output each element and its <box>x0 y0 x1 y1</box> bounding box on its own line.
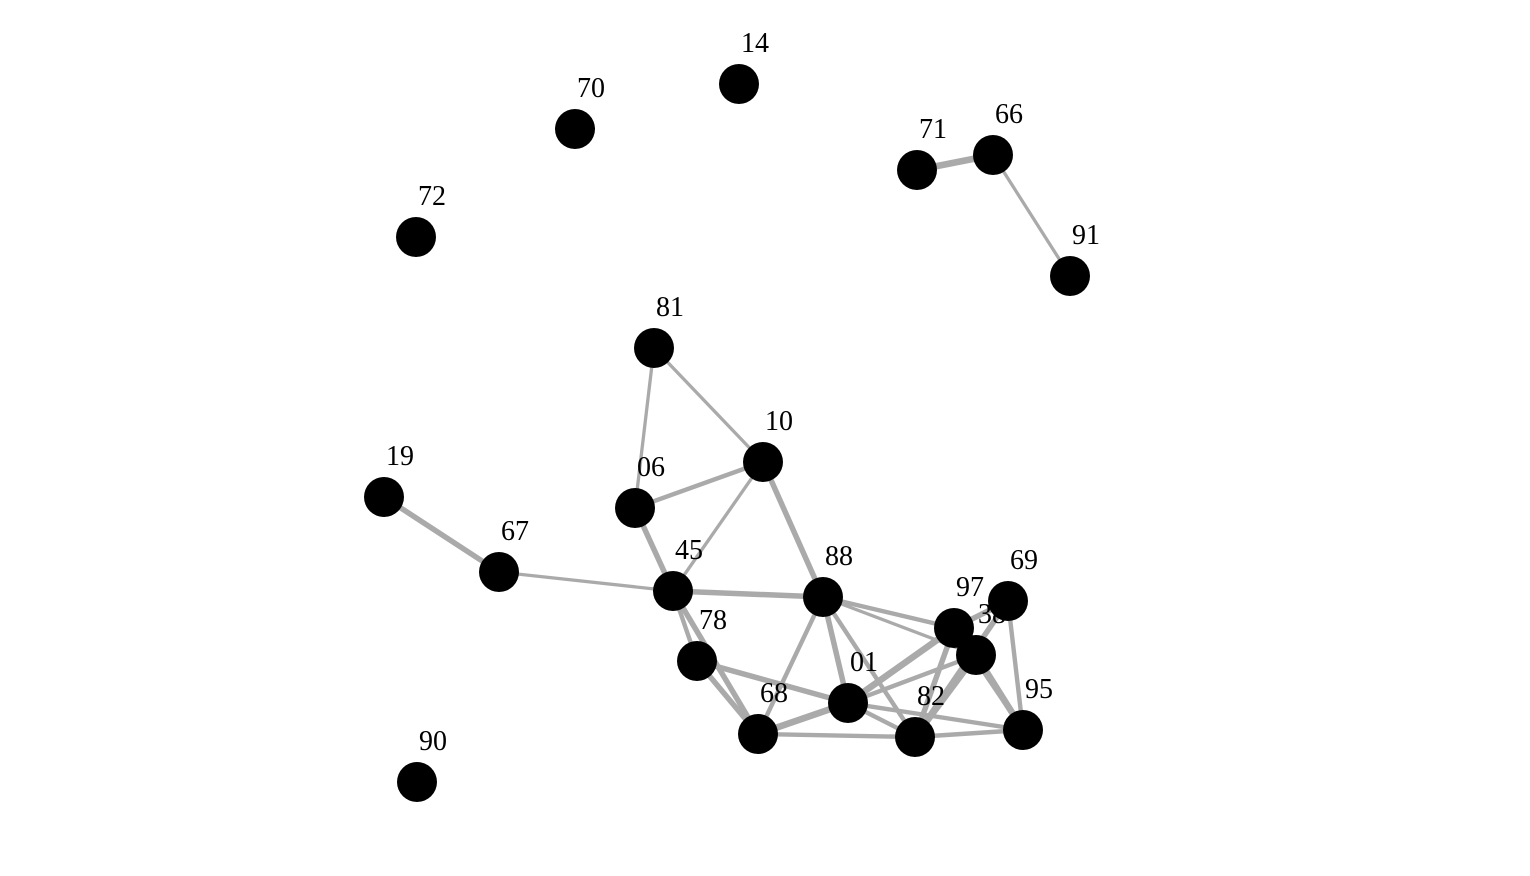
node-label-68: 68 <box>760 678 788 709</box>
node-67[interactable] <box>479 552 519 592</box>
node-90[interactable] <box>397 762 437 802</box>
node-06[interactable] <box>615 488 655 528</box>
node-97[interactable] <box>934 608 974 648</box>
node-70[interactable] <box>555 109 595 149</box>
node-label-19: 19 <box>386 441 414 472</box>
node-label-97: 97 <box>956 572 984 603</box>
node-label-88: 88 <box>825 541 853 572</box>
labels-layer: 14 70 72 71 66 91 81 10 19 06 67 45 88 97 69 78 01 68 82 95… <box>386 28 1100 757</box>
node-19[interactable] <box>364 477 404 517</box>
node-label-90: 90 <box>419 726 447 757</box>
edge-10-45 <box>671 461 765 592</box>
node-label-95: 95 <box>1025 674 1053 705</box>
node-88[interactable] <box>803 577 843 617</box>
node-label-38: 38 <box>978 599 1006 630</box>
edge-10-88 <box>760 460 826 599</box>
node-label-06: 06 <box>637 452 665 483</box>
node-69[interactable] <box>988 581 1028 621</box>
edge-69-95 <box>1005 600 1026 731</box>
node-label-10: 10 <box>765 406 793 437</box>
edge-88-82 <box>821 595 917 739</box>
node-81[interactable] <box>634 328 674 368</box>
node-45[interactable] <box>653 571 693 611</box>
node-label-78: 78 <box>699 605 727 636</box>
node-label-81: 81 <box>656 292 684 323</box>
edge-88-97 <box>822 594 955 631</box>
node-01[interactable] <box>828 683 868 723</box>
edge-01-97 <box>846 625 956 706</box>
edge-66-91 <box>991 154 1072 277</box>
nodes-layer: 38 <box>364 64 1090 802</box>
edge-45-88 <box>672 588 824 600</box>
node-78[interactable] <box>677 641 717 681</box>
node-label-91: 91 <box>1072 220 1100 251</box>
node-82[interactable] <box>895 717 935 757</box>
edge-81-10 <box>652 346 765 464</box>
node-91[interactable] <box>1050 256 1090 296</box>
node-72[interactable] <box>396 217 436 257</box>
edge-67-45 <box>498 570 674 593</box>
node-71[interactable] <box>897 150 937 190</box>
node-label-45: 45 <box>675 535 703 566</box>
edge-19-67 <box>382 494 501 575</box>
edge-01-38 <box>847 652 977 706</box>
node-38[interactable] <box>956 635 996 675</box>
node-95[interactable] <box>1003 710 1043 750</box>
node-label-69: 69 <box>1010 545 1038 576</box>
node-66[interactable] <box>973 135 1013 175</box>
node-label-01: 01 <box>850 647 878 678</box>
node-label-66: 66 <box>995 99 1023 130</box>
edge-10-06 <box>634 459 764 511</box>
node-label-70: 70 <box>577 73 605 104</box>
edge-68-82 <box>757 731 916 740</box>
node-label-71: 71 <box>919 114 947 145</box>
edge-88-68 <box>756 596 825 735</box>
node-label-82: 82 <box>917 681 945 712</box>
node-14[interactable] <box>719 64 759 104</box>
edge-78-01 <box>696 658 849 706</box>
edge-01-95 <box>847 700 1024 733</box>
node-68[interactable] <box>738 714 778 754</box>
node-10[interactable] <box>743 442 783 482</box>
node-label-67: 67 <box>501 516 529 547</box>
node-label-14: 14 <box>741 28 769 59</box>
edge-82-69 <box>912 599 1011 739</box>
edge-81-06 <box>633 347 656 509</box>
node-label-72: 72 <box>418 181 446 212</box>
